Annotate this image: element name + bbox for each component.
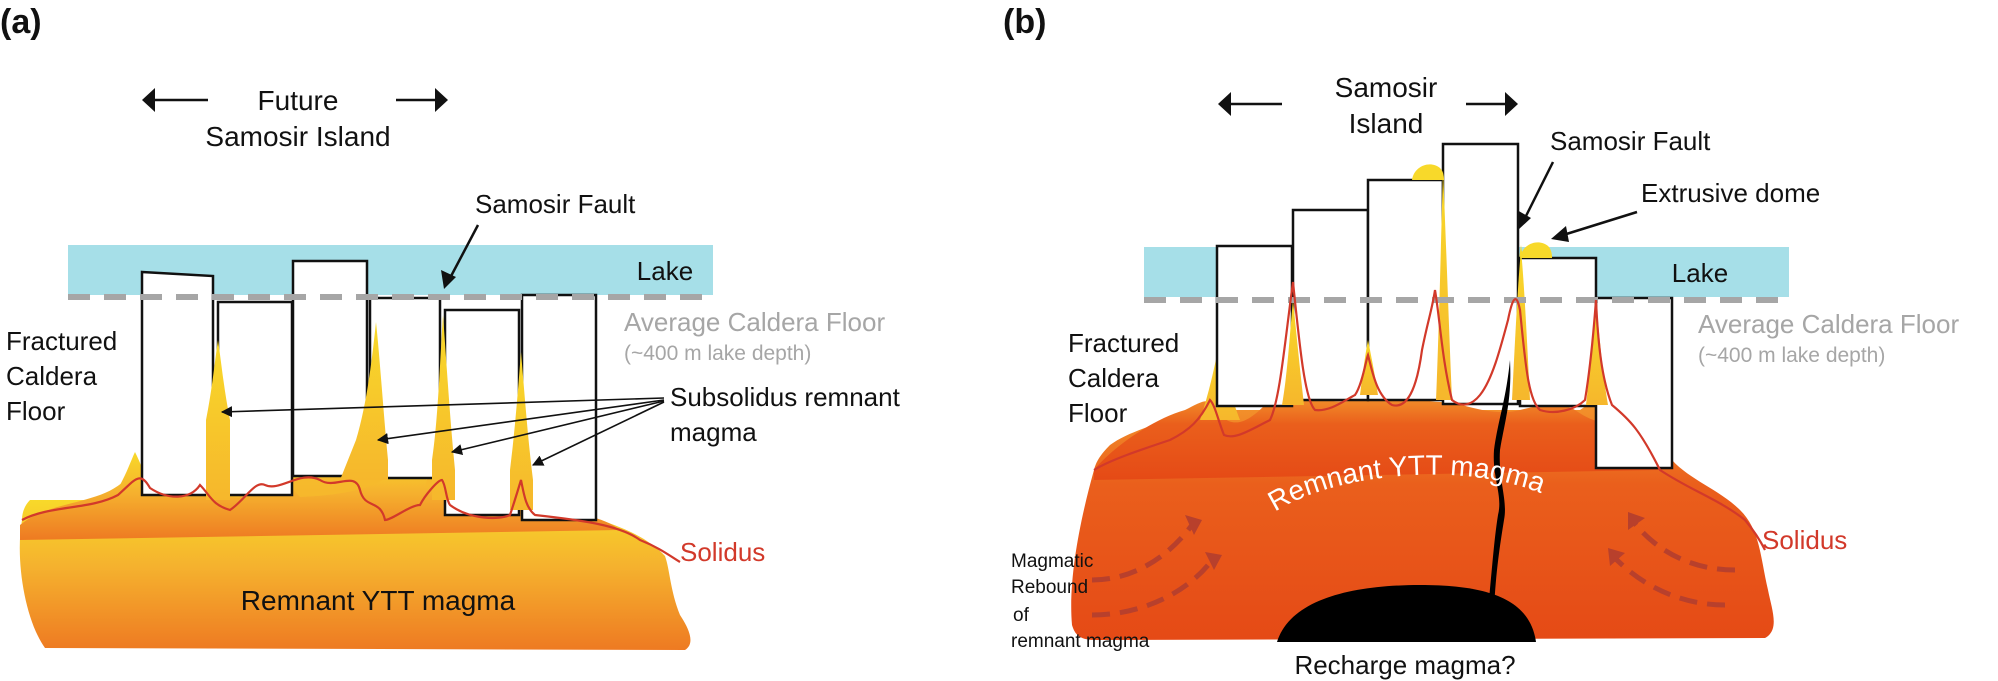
rebound-label-line3: of	[1013, 605, 1030, 626]
rebound-arrowhead-icon	[1205, 552, 1222, 570]
fault-pointer-b	[1522, 161, 1555, 221]
dyke-b	[1488, 360, 1511, 610]
island-label-b-line1: Samosir	[1335, 72, 1438, 103]
dome-arrow-icon-b	[1551, 226, 1569, 242]
rebound-arrows-right	[1610, 518, 1736, 608]
block-b4	[1441, 142, 1520, 406]
fractured-label-b-line3: Floor	[1068, 398, 1128, 428]
fault-label-b: Samosir Fault	[1550, 126, 1711, 156]
fault-arrow-icon-a	[441, 270, 456, 289]
solidus-line-a	[21, 476, 681, 563]
panel-a-tag: (a)	[0, 3, 42, 41]
fractured-label-a-line3: Floor	[6, 396, 66, 426]
panel-a: (a) Future Samosir Island Lake	[0, 3, 901, 650]
lake-label-b: Lake	[1672, 258, 1728, 288]
arrow-right-icon	[435, 88, 448, 112]
island-label-b-line2: Island	[1349, 108, 1424, 139]
subsolidus-pointers	[220, 397, 665, 466]
recharge-magma-b	[1277, 585, 1536, 642]
arrow-left-icon	[142, 88, 155, 112]
lake-label-a: Lake	[637, 256, 693, 286]
fractured-label-a-line1: Fractured	[6, 326, 117, 356]
subsolidus-label-line1: Subsolidus remnant	[670, 382, 901, 412]
melt-intrusion-a2	[340, 322, 388, 480]
solidus-label-b: Solidus	[1762, 525, 1847, 555]
fractured-label-b-line1: Fractured	[1068, 328, 1179, 358]
arrow-right-icon	[1505, 92, 1518, 116]
rebound-label-line4: remnant magma	[1011, 631, 1150, 652]
block-a6	[520, 293, 598, 522]
dome-label-b: Extrusive dome	[1641, 178, 1820, 208]
rebound-arrowhead-icon	[1628, 512, 1645, 530]
dome-b2	[1520, 242, 1552, 258]
floor-label-a-line1: Average Caldera Floor	[624, 307, 885, 337]
arrow-left-icon	[1218, 92, 1231, 116]
melt-over-b3	[1436, 170, 1452, 400]
fractured-blocks-b	[1215, 142, 1674, 470]
island-arrows-a	[142, 88, 448, 112]
fractured-label-a-line2: Caldera	[6, 361, 98, 391]
rebound-label-line1: Magmatic	[1011, 551, 1093, 572]
melt-intrusion-a4	[510, 352, 533, 510]
floor-label-a-line2: (~400 m lake depth)	[624, 342, 811, 365]
panel-b-tag: (b)	[1003, 3, 1046, 41]
panel-b: (b) Samosir Island Lake	[1003, 3, 1959, 680]
fault-pointer-a	[447, 224, 480, 281]
rebound-arrowhead-icon	[1608, 548, 1625, 566]
block-b5	[1518, 256, 1598, 408]
floor-label-b-line2: (~400 m lake depth)	[1698, 344, 1885, 367]
island-label-a-line2: Samosir Island	[205, 121, 390, 152]
block-a1	[140, 270, 215, 497]
fault-label-a: Samosir Fault	[475, 189, 636, 219]
solidus-line-b	[1093, 281, 1766, 551]
rebound-label-line2: Rebound	[1011, 577, 1088, 598]
floor-label-b-line1: Average Caldera Floor	[1698, 309, 1959, 339]
dome-b1	[1412, 164, 1444, 180]
melt-intrusion-a3	[432, 315, 455, 500]
island-label-a-line1: Future	[258, 85, 339, 116]
fractured-label-b-line2: Caldera	[1068, 363, 1160, 393]
subsolidus-label-line2: magma	[670, 417, 757, 447]
block-b6	[1594, 296, 1674, 470]
block-a5	[443, 308, 521, 517]
magma-label-a: Remnant YTT magma	[241, 585, 516, 616]
block-b3	[1366, 178, 1445, 402]
recharge-label-b: Recharge magma?	[1294, 650, 1515, 680]
rebound-arrows-left	[1091, 523, 1215, 618]
magma-top-a	[20, 454, 620, 540]
solidus-label-a: Solidus	[680, 537, 765, 567]
fault-arrow-icon-b	[1517, 210, 1531, 230]
island-arrows-b	[1218, 92, 1518, 116]
melt-over-b1	[1282, 300, 1304, 405]
block-a2	[216, 300, 294, 497]
melt-over-b5	[1586, 300, 1608, 405]
melt-over-b2	[1360, 340, 1378, 395]
rebound-arrowhead-icon	[1185, 515, 1202, 535]
magma-body-a	[19, 500, 691, 650]
dome-pointer-b	[1559, 210, 1638, 238]
melt-intrusion-a1	[206, 340, 230, 500]
magma-top-b	[1094, 394, 1660, 480]
